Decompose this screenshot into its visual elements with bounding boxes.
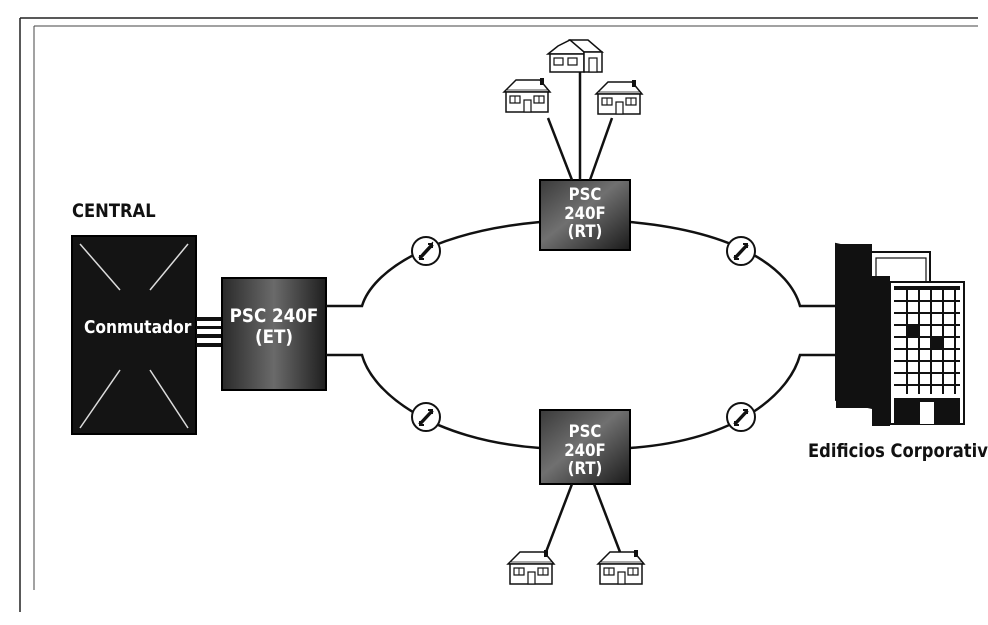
corporate-buildings-label: Edificios Corporativ [808, 440, 988, 462]
house-icon [503, 77, 551, 113]
et-node-model: PSC 240F [229, 305, 319, 327]
office-building-icon [835, 242, 965, 426]
regenerator-icon [726, 236, 756, 266]
fiber-ring [326, 220, 836, 450]
rt-top-node-box [539, 179, 631, 251]
bottom-drop-lines [544, 483, 622, 553]
regenerator-icon [411, 402, 441, 432]
et-node-type: (ET) [254, 325, 294, 348]
house-icon [507, 549, 555, 585]
et-node-box [221, 277, 327, 391]
rt-bottom-node-model: PSC 240F [564, 422, 606, 461]
et-node-label: PSC 240F (ET) [228, 306, 320, 348]
rt-top-node-model: PSC 240F [564, 185, 606, 224]
house-icon [597, 549, 645, 585]
switch-box [71, 235, 197, 435]
central-label: CENTRAL [72, 200, 156, 222]
house-icon [595, 79, 643, 115]
switch-label: Conmutador [84, 317, 192, 338]
trunk-lines [196, 317, 224, 347]
house-icon [547, 39, 603, 73]
regenerator-icon [726, 402, 756, 432]
regenerator-icon [411, 236, 441, 266]
rt-top-node-label: PSC 240F (RT) [545, 186, 624, 242]
rt-bottom-node-label: PSC 240F (RT) [545, 423, 624, 479]
rt-top-node-type: (RT) [567, 222, 603, 243]
top-drop-lines [546, 70, 614, 181]
rt-bottom-node-box [539, 409, 631, 485]
rt-bottom-node-type: (RT) [567, 459, 603, 480]
